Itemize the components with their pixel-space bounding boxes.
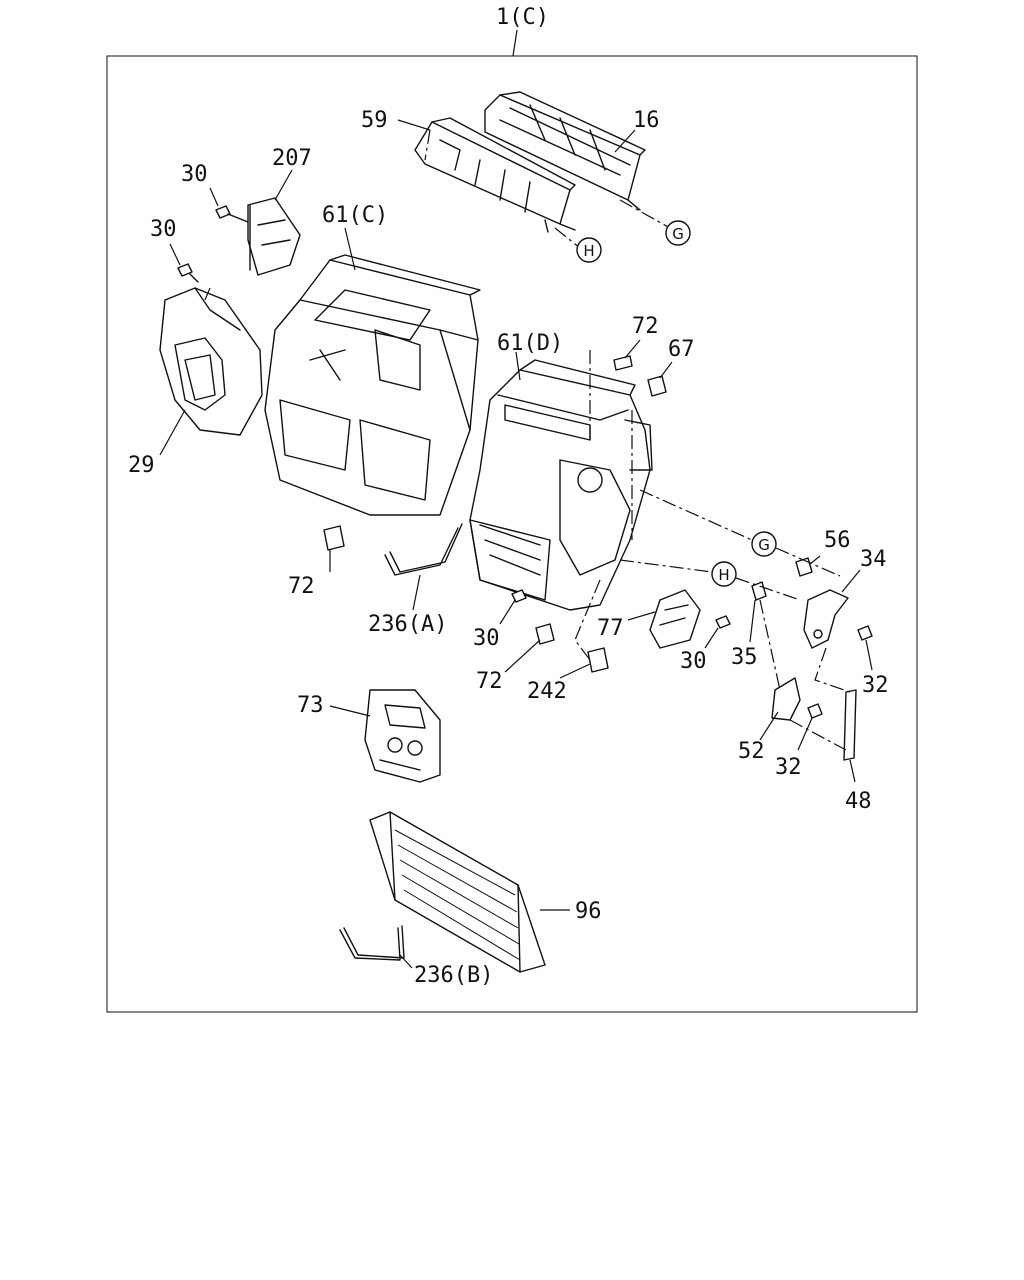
part-61c-case	[264, 254, 481, 516]
callout-52: 52	[738, 739, 765, 764]
svg-text:G: G	[672, 225, 684, 243]
callout-67: 67	[668, 337, 695, 362]
part-30-screw-d	[715, 615, 731, 629]
part-77-actuator	[649, 589, 701, 649]
connector-h-top: H	[576, 237, 602, 263]
part-32-screw-b	[807, 703, 823, 719]
part-67-clip	[647, 375, 667, 397]
callout-236b: 236(B)	[414, 963, 493, 988]
callout-32-a: 32	[862, 673, 889, 698]
part-34-lever	[803, 589, 849, 649]
title-leader	[512, 29, 518, 57]
callout-236a: 236(A)	[368, 612, 447, 637]
callout-35: 35	[731, 645, 758, 670]
callout-48: 48	[845, 789, 872, 814]
callout-61c: 61(C)	[322, 203, 388, 228]
part-59-duct	[414, 117, 576, 233]
callout-56: 56	[824, 528, 851, 553]
callout-77: 77	[597, 616, 624, 641]
part-16-louver-duct	[484, 91, 646, 211]
part-242-pad	[587, 647, 609, 673]
part-32-screw-a	[857, 625, 873, 641]
part-29-side-case	[159, 287, 263, 436]
callout-29: 29	[128, 453, 155, 478]
callout-32-b: 32	[775, 755, 802, 780]
callout-16: 16	[633, 108, 660, 133]
callout-30-b: 30	[150, 217, 177, 242]
svg-text:G: G	[758, 536, 770, 554]
callout-61d: 61(D)	[497, 331, 563, 356]
part-52-bracket	[771, 677, 801, 721]
callout-30-d: 30	[680, 649, 707, 674]
callout-30-a: 30	[181, 162, 208, 187]
connector-g-right: G	[751, 531, 777, 557]
part-48-rod	[843, 689, 857, 761]
part-30-screw-b	[177, 263, 199, 283]
part-236a-tube	[384, 523, 463, 576]
part-72-clip-top	[613, 355, 633, 371]
callout-242: 242	[527, 679, 567, 704]
connection-lines	[204, 129, 851, 751]
connector-h-right: H	[711, 561, 737, 587]
assembly-title: 1(C)	[496, 5, 549, 30]
callout-34: 34	[860, 547, 887, 572]
callout-72-top: 72	[632, 314, 659, 339]
part-61d-case	[469, 359, 653, 611]
part-96-filter	[369, 811, 546, 973]
part-30-screw-a	[215, 205, 249, 223]
part-207-bracket	[247, 197, 301, 276]
callout-59: 59	[361, 108, 388, 133]
part-236b-tube	[339, 925, 405, 961]
svg-text:H: H	[583, 242, 594, 260]
svg-text:H: H	[718, 566, 729, 584]
callout-207: 207	[272, 146, 312, 171]
part-72-clip-bottom	[535, 623, 555, 645]
part-30-screw-c	[511, 589, 527, 603]
callout-96: 96	[575, 899, 602, 924]
callout-72-left: 72	[288, 574, 315, 599]
callout-73: 73	[297, 693, 324, 718]
callout-30-c: 30	[473, 626, 500, 651]
part-72-clip-left	[323, 525, 345, 551]
leader-lines	[159, 119, 873, 969]
connector-g-top: G	[665, 220, 691, 246]
diagram-frame	[106, 55, 918, 1013]
callout-72-bottom: 72	[476, 669, 503, 694]
part-73-plate	[364, 689, 441, 783]
callout-labels: 59 16 207 30 30 61(C) 29 72 67 61(D) 56 …	[128, 108, 889, 988]
